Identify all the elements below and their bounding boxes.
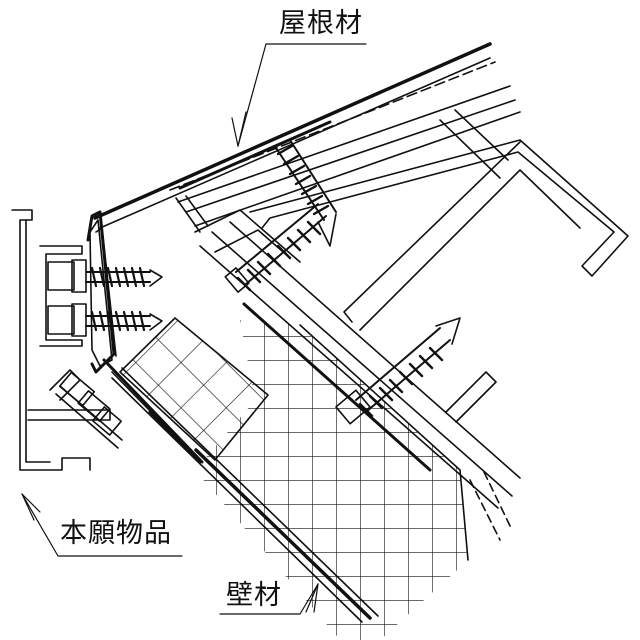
product-label: 本願物品 bbox=[60, 520, 172, 547]
screw-lower bbox=[48, 304, 162, 336]
wall-material-label: 壁材 bbox=[226, 582, 282, 609]
roof-material-label: 屋根材 bbox=[279, 10, 363, 37]
product-flashing bbox=[12, 210, 116, 470]
leader-roof bbox=[232, 44, 366, 146]
